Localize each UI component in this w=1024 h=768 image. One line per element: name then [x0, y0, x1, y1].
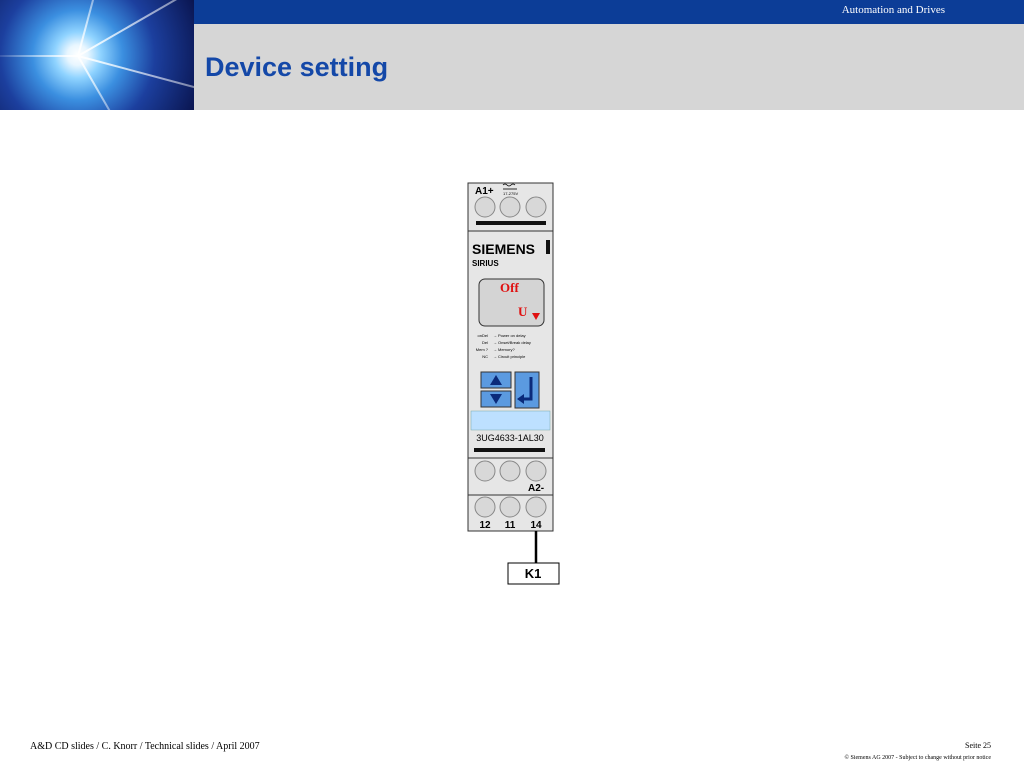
triangle-up-icon	[490, 375, 502, 385]
contact-terminal-screw	[525, 496, 547, 518]
enter-arrow-icon	[522, 377, 533, 401]
footer-credits: A&D CD slides / C. Knorr / Technical sli…	[30, 741, 260, 752]
menu-arrow: →	[493, 347, 497, 352]
display-mode: Off	[500, 280, 519, 295]
menu-text: Circuit principle	[498, 354, 526, 359]
menu-arrow: →	[493, 354, 497, 359]
bottom-terminal-screw	[474, 460, 496, 482]
top-bar: Automation and Drives	[194, 0, 1024, 24]
top-terminal-label: A1+	[475, 186, 494, 197]
relay-label: K1	[525, 566, 542, 581]
contact-terminal-screw	[474, 496, 496, 518]
top-terminal-screw	[474, 196, 496, 218]
bottom-bar-strip	[474, 448, 545, 452]
contact-terminal-screw	[499, 496, 521, 518]
down-button[interactable]	[480, 390, 512, 408]
display-indicator-icon	[532, 313, 540, 320]
top-terminal-screw	[499, 196, 521, 218]
ac-dc-icon	[502, 183, 517, 190]
copyright-notice: © Siemens AG 2007 - Subject to change wi…	[844, 755, 991, 761]
bottom-terminal-label: A2-	[528, 483, 544, 494]
up-button[interactable]	[480, 371, 512, 389]
menu-arrow: →	[493, 340, 497, 345]
menu-key: Mem ?	[476, 347, 489, 352]
label-strip	[470, 410, 551, 431]
bottom-terminal-screw	[499, 460, 521, 482]
contact-label: 12	[479, 520, 491, 531]
enter-arrow-head	[517, 394, 524, 404]
contact-label: 14	[530, 520, 542, 531]
page-title: Device setting	[205, 52, 389, 82]
top-bar-strip	[476, 221, 546, 225]
enter-button[interactable]	[514, 371, 540, 409]
menu-key: onDel	[478, 333, 489, 338]
menu-text: Onset/Break delay	[498, 340, 531, 345]
contact-label: 11	[505, 520, 516, 531]
menu-arrow: →	[493, 333, 497, 338]
top-terminal-screw	[525, 196, 547, 218]
menu-legend: onDel → Power on delay Del → Onset/Break…	[476, 333, 531, 359]
menu-key: Del	[482, 340, 488, 345]
bottom-terminal-screw	[525, 460, 547, 482]
menu-text: Power on delay	[498, 333, 526, 338]
title-bar: Device setting	[194, 24, 1024, 110]
display-screen	[478, 278, 545, 327]
menu-key: NC	[482, 354, 488, 359]
page-number: Seite 25	[965, 741, 991, 750]
brand-mark	[546, 240, 550, 254]
brand-logo: SIEMENS	[472, 241, 535, 257]
triangle-down-icon	[490, 394, 502, 404]
series-label: SIRIUS	[472, 259, 499, 268]
display-symbol: U	[518, 304, 528, 319]
banner-image	[0, 0, 194, 110]
relay-box	[507, 562, 560, 585]
order-number: 3UG4633-1AL30	[476, 433, 544, 443]
menu-text: Memory?	[498, 347, 515, 352]
voltage-label: 17-275V	[503, 191, 518, 196]
brand-label: Automation and Drives	[841, 4, 945, 16]
